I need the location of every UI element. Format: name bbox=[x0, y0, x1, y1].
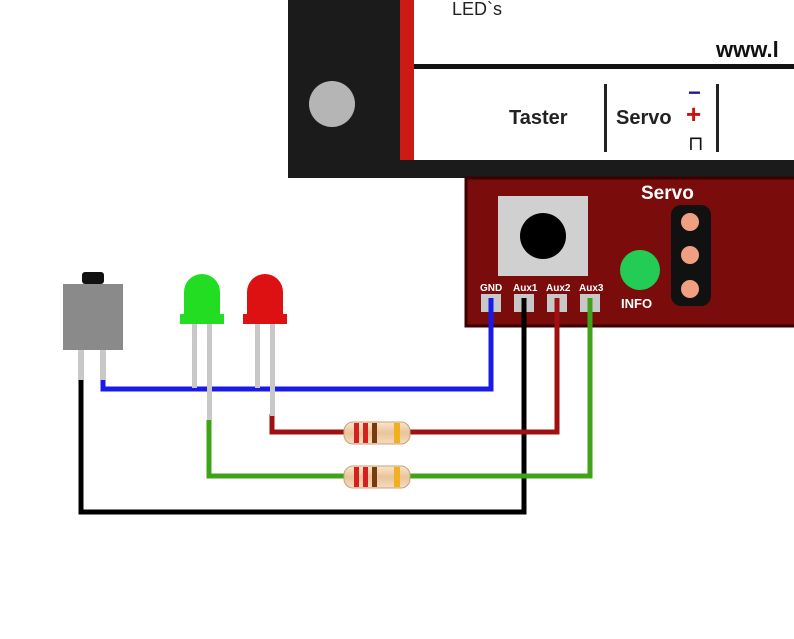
leds-label: LED`s bbox=[452, 0, 502, 19]
resistor-icon bbox=[343, 465, 411, 489]
controller-panel: LED`s www.l Taster Servo − + ⊓ bbox=[288, 0, 794, 178]
resistor-2-band-2 bbox=[363, 467, 368, 487]
panel-divider bbox=[414, 64, 794, 69]
servo-pin-3 bbox=[681, 280, 699, 298]
servo-module: Servo INFO GND Aux1 Aux2 Aux3 bbox=[464, 176, 794, 328]
taster-label: Taster bbox=[509, 107, 568, 129]
wire-blue-gnd bbox=[100, 298, 494, 392]
resistor-1-band-3 bbox=[372, 423, 377, 443]
panel-servo-label: Servo bbox=[616, 107, 672, 129]
resistor-1-band-1 bbox=[354, 423, 359, 443]
pin-label-aux3: Aux3 bbox=[579, 283, 604, 294]
resistor-2-band-4 bbox=[394, 467, 400, 487]
led-green-leg-left bbox=[192, 324, 197, 388]
pulse-symbol: ⊓ bbox=[688, 133, 704, 155]
resistor-1-band-2 bbox=[363, 423, 368, 443]
pin-label-gnd: GND bbox=[480, 283, 502, 294]
push-button-body bbox=[63, 284, 123, 350]
resistor-1-band-4 bbox=[394, 423, 400, 443]
servo-pin-1 bbox=[681, 213, 699, 231]
wires bbox=[78, 298, 593, 515]
led-green-leg-right bbox=[207, 324, 212, 420]
minus-symbol: − bbox=[688, 80, 701, 105]
info-label: INFO bbox=[621, 296, 652, 311]
module-servo-label: Servo bbox=[641, 183, 694, 204]
servo-pin-2 bbox=[681, 246, 699, 264]
push-button-cap bbox=[82, 272, 104, 284]
info-led bbox=[620, 250, 660, 290]
panel-separator-1 bbox=[604, 84, 607, 152]
wire-black-aux1 bbox=[78, 298, 527, 515]
led-red-leg-right bbox=[270, 324, 275, 416]
led-red-dome bbox=[247, 274, 283, 314]
pin-label-aux1: Aux1 bbox=[513, 283, 538, 294]
website-label: www.l bbox=[715, 37, 779, 62]
panel-red-stripe bbox=[400, 0, 414, 160]
plus-symbol: + bbox=[686, 99, 701, 129]
resistor-2-band-3 bbox=[372, 467, 377, 487]
pin-label-aux2: Aux2 bbox=[546, 283, 571, 294]
tactile-switch-knob bbox=[520, 213, 566, 259]
resistor-icon bbox=[343, 421, 411, 445]
led-green-dome bbox=[184, 274, 220, 314]
led-green-base bbox=[180, 314, 224, 324]
panel-separator-2 bbox=[716, 84, 719, 152]
led-red-leg-left bbox=[255, 324, 260, 388]
led-icon bbox=[180, 274, 224, 420]
wire-red-aux2 bbox=[269, 298, 560, 435]
led-red-base bbox=[243, 314, 287, 324]
push-button-leg-right bbox=[100, 350, 106, 380]
resistor-2-band-1 bbox=[354, 467, 359, 487]
mounting-hole-icon bbox=[309, 81, 355, 127]
push-button-icon bbox=[63, 272, 123, 380]
led-icon bbox=[243, 274, 287, 416]
push-button-leg-left bbox=[78, 350, 84, 380]
